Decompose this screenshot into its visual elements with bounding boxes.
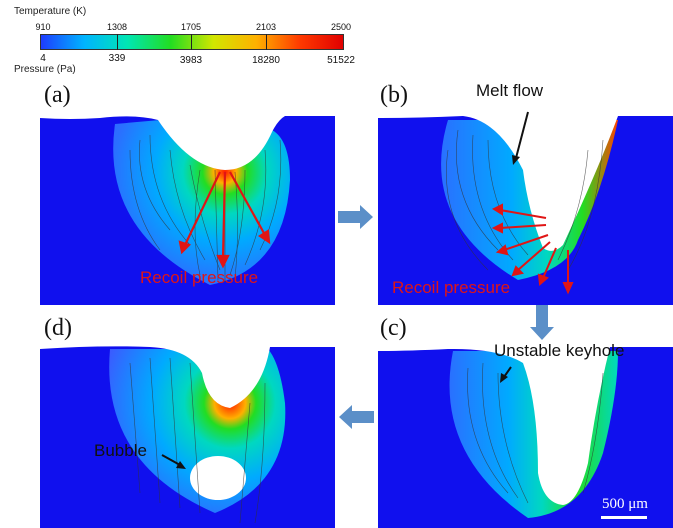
colorbar-divider — [191, 34, 192, 50]
colorbar-gradient — [40, 34, 344, 50]
arrow-a-to-b — [338, 205, 373, 229]
panel-c-simulation — [378, 343, 673, 528]
temperature-label: Temperature (K) — [14, 6, 87, 17]
panel-b-recoil-label: Recoil pressure — [392, 278, 511, 297]
temp-tick-5: 2500 — [330, 22, 352, 32]
scale-bar-label: 500 μm — [602, 496, 648, 512]
temp-tick-2: 1308 — [106, 22, 128, 32]
arrow-b-to-c — [530, 305, 554, 340]
arrow-c-to-d — [339, 405, 374, 429]
panel-d-label: (d) — [44, 315, 72, 341]
temp-tick-4: 2103 — [255, 22, 277, 32]
panel-c-label: (c) — [380, 315, 407, 341]
panel-c-keyhole-label: Unstable keyhole — [494, 341, 625, 360]
panel-b-label: (b) — [380, 82, 408, 108]
panel-d-bubble-label: Bubble — [94, 441, 147, 460]
colorbar-divider — [266, 34, 267, 50]
temp-tick-1: 910 — [35, 22, 51, 32]
colorbar-divider — [117, 34, 118, 50]
panel-b-simulation — [378, 110, 673, 305]
pressure-tick-1: 4 — [40, 53, 46, 64]
temp-tick-3: 1705 — [180, 22, 202, 32]
pressure-tick-3: 3983 — [179, 55, 203, 66]
pressure-label: Pressure (Pa) — [14, 64, 76, 75]
pressure-tick-5: 51522 — [327, 55, 355, 66]
panel-a-recoil-label: Recoil pressure — [140, 268, 259, 287]
panel-a-label: (a) — [44, 82, 71, 108]
pressure-tick-4: 18280 — [252, 55, 280, 66]
panel-d-simulation — [40, 343, 335, 528]
panel-a-simulation — [40, 110, 335, 305]
panel-b-melt-flow-label: Melt flow — [476, 81, 544, 100]
pressure-tick-2: 339 — [108, 53, 126, 64]
